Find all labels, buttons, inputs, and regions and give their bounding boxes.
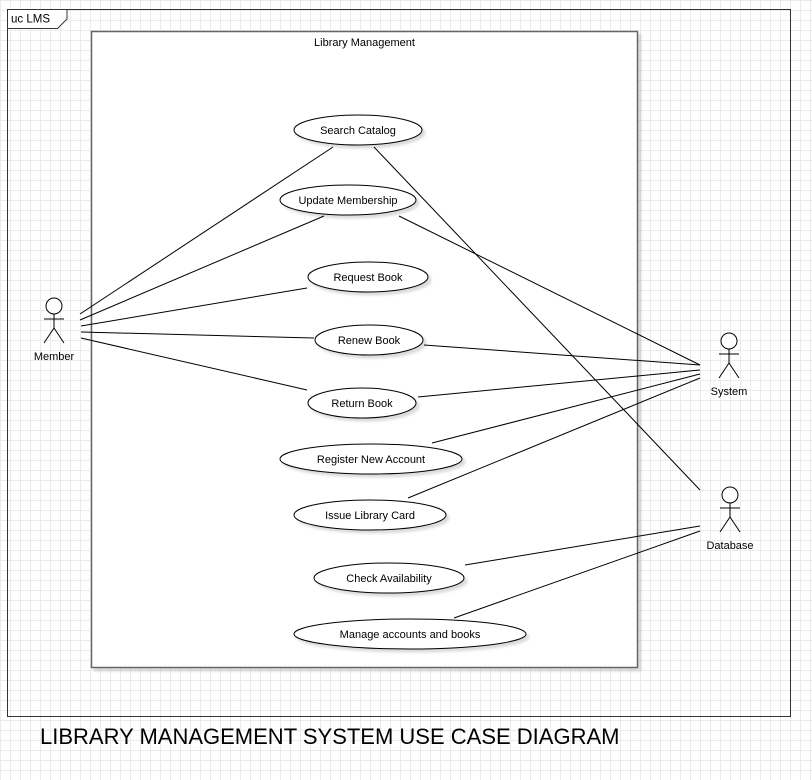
svg-text:Renew Book: Renew Book — [338, 335, 401, 347]
stick-figure-icon — [719, 486, 741, 533]
svg-text:Check Availability: Check Availability — [346, 573, 432, 585]
svg-text:Return Book: Return Book — [331, 398, 393, 410]
svg-text:Update Membership: Update Membership — [298, 195, 397, 207]
svg-text:Request Book: Request Book — [333, 272, 403, 284]
member-request-book-link — [80, 287, 308, 327]
register-account-system-link — [431, 373, 701, 444]
svg-text:Search Catalog: Search Catalog — [320, 125, 396, 137]
search-catalog-database-link — [373, 146, 701, 491]
use-case-update-membership: Update Membership — [279, 184, 417, 216]
associations — [79, 146, 701, 619]
actor-system-label: System — [711, 386, 748, 398]
svg-text:Manage accounts and books: Manage accounts and books — [340, 629, 481, 641]
system-boundary-title: Library Management — [314, 37, 415, 49]
stick-figure-icon — [718, 332, 740, 379]
update-membership-system-link — [398, 215, 701, 366]
issue-card-system-link — [407, 377, 701, 499]
actor-member: Member — [34, 297, 75, 363]
stick-figure-icon — [43, 297, 65, 344]
renew-book-system-link — [423, 344, 701, 366]
frame-label: uc LMS — [11, 14, 50, 26]
member-search-catalog-link — [79, 146, 334, 315]
use-case-request-book: Request Book — [307, 261, 429, 293]
use-case-manage-accounts-and-books: Manage accounts and books — [293, 618, 527, 650]
use-case-register-new-account: Register New Account — [279, 443, 463, 475]
manage-accounts-database-link — [453, 530, 701, 619]
use-case-check-availability: Check Availability — [313, 562, 465, 594]
svg-text:Register New Account: Register New Account — [317, 454, 425, 466]
actor-member-label: Member — [34, 351, 75, 363]
actor-database-label: Database — [706, 540, 753, 552]
actor-database: Database — [706, 486, 754, 552]
frame-label-tab — [7, 9, 68, 29]
member-return-book-link — [80, 337, 308, 391]
diagram-caption: LIBRARY MANAGEMENT SYSTEM USE CASE DIAGR… — [40, 724, 620, 749]
use-case-return-book: Return Book — [307, 387, 417, 419]
lms-frame — [7, 9, 791, 717]
use-case-search-catalog: Search Catalog — [293, 114, 423, 146]
svg-text:Issue Library Card: Issue Library Card — [325, 510, 415, 522]
actor-system: System — [711, 332, 748, 398]
use-case-issue-library-card: Issue Library Card — [293, 499, 447, 531]
return-book-system-link — [417, 369, 701, 398]
check-availability-database-link — [464, 525, 701, 566]
member-renew-book-link — [80, 331, 315, 339]
use-case-renew-book: Renew Book — [314, 324, 424, 356]
member-update-membership-link — [79, 215, 325, 321]
